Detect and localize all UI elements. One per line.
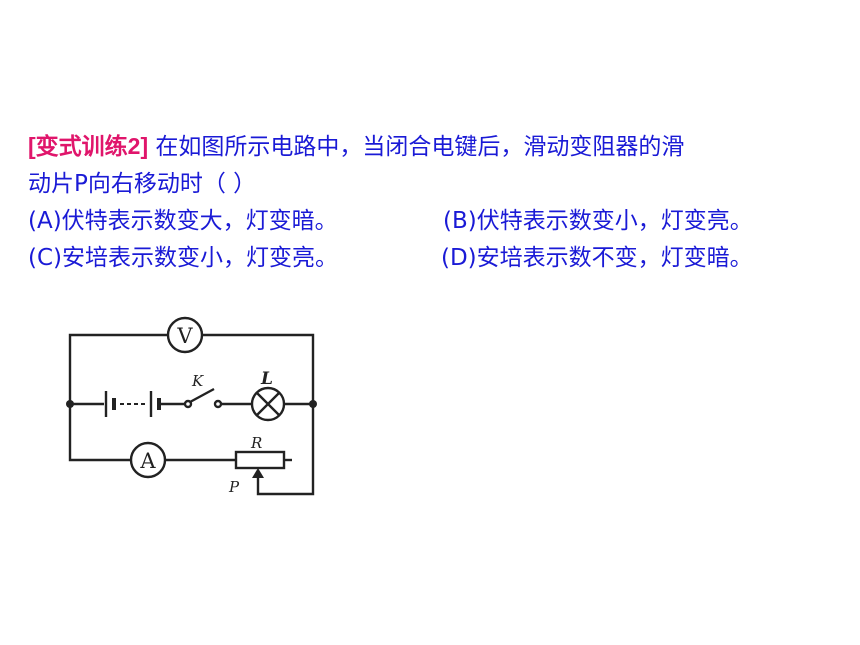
voltmeter-label: V xyxy=(176,324,193,348)
rheostat-resistor xyxy=(234,450,286,470)
ammeter-label: A xyxy=(139,449,156,473)
option-c: (C)安培表示数变小，灯变亮。 xyxy=(28,245,339,271)
rheostat-slider-arrow xyxy=(252,468,264,478)
question-stem-part-1: 在如图所示电路中，当闭合电键后，滑动变阻器的滑 xyxy=(148,134,685,160)
question-stem-line-2: 动片P向右移动时（ ） xyxy=(28,171,257,197)
wire-left-bottom xyxy=(68,404,130,462)
wire-top xyxy=(68,333,315,404)
lamp-label: L xyxy=(260,369,273,389)
options-row-2: (C)安培表示数变小，灯变亮。 (D)安培表示数不变，灯变暗。 xyxy=(28,240,848,277)
option-b: (B)伏特表示数变小，灯变亮。 xyxy=(443,208,753,234)
junction-left xyxy=(66,400,74,408)
option-a: (A)伏特表示数变大，灯变暗。 xyxy=(28,208,338,234)
lamp-icon xyxy=(250,386,286,422)
question-stem-line-1: [变式训练2] 在如图所示电路中，当闭合电键后，滑动变阻器的滑 xyxy=(28,128,848,166)
junction-right xyxy=(309,400,317,408)
voltmeter-icon: V xyxy=(166,316,204,354)
option-d: (D)安培表示数不变，灯变暗。 xyxy=(441,245,753,271)
slider-label: P xyxy=(228,478,240,496)
switch xyxy=(183,387,223,409)
options-row-1: (A)伏特表示数变大，灯变暗。 (B)伏特表示数变小，灯变亮。 xyxy=(28,203,848,240)
resistor-label: R xyxy=(250,434,262,452)
switch-label: K xyxy=(191,372,204,390)
question-block: [变式训练2] 在如图所示电路中，当闭合电键后，滑动变阻器的滑 动片P向右移动时… xyxy=(28,128,848,277)
battery xyxy=(104,391,161,417)
ammeter-icon: A xyxy=(129,441,167,479)
exercise-tag: [变式训练2] xyxy=(28,133,149,159)
wire-right-bottom xyxy=(256,404,315,496)
